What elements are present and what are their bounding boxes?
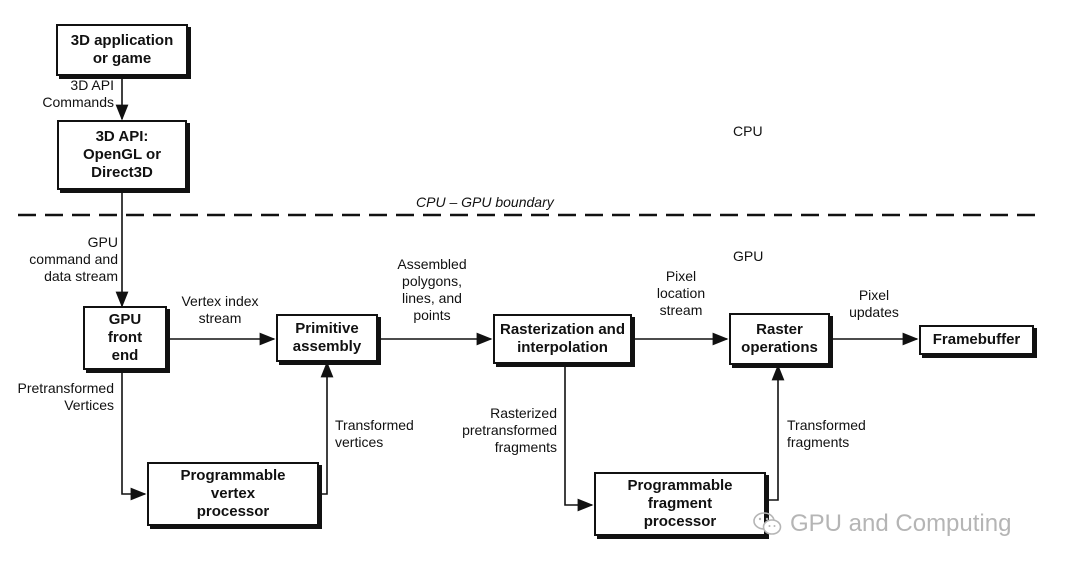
edge-frontend-vertexproc bbox=[121, 370, 147, 501]
label-3d-api-commands: 3D API Commands bbox=[42, 77, 114, 110]
wechat-icon bbox=[753, 512, 782, 535]
node-framebuffer: Framebuffer bbox=[919, 325, 1034, 355]
label-assembled-polygons: Assembled polygons, lines, and points bbox=[397, 256, 467, 323]
node-gpu-front-end: GPU front end bbox=[83, 306, 167, 370]
label-transformed-vertices: Transformed vertices bbox=[335, 417, 414, 450]
label-gpu: GPU bbox=[733, 248, 764, 264]
label-cpu-gpu-boundary: CPU – GPU boundary bbox=[416, 194, 554, 210]
label-cpu: CPU bbox=[733, 123, 763, 139]
node-rasterization-interpolation: Rasterization and interpolation bbox=[493, 314, 632, 364]
watermark: GPU and Computing bbox=[752, 510, 1011, 538]
node-programmable-vertex-processor: Programmable vertex processor bbox=[147, 462, 319, 526]
node-3d-api: 3D API: OpenGL or Direct3D bbox=[57, 120, 187, 190]
node-3d-application: 3D application or game bbox=[56, 24, 188, 76]
edge-fragproc-rops bbox=[766, 364, 785, 501]
label-rasterized-fragments: Rasterized pretransformed fragments bbox=[462, 405, 557, 455]
watermark-text: GPU and Computing bbox=[790, 510, 1012, 537]
node-programmable-fragment-processor: Programmable fragment processor bbox=[594, 472, 766, 536]
label-pixel-updates: Pixel updates bbox=[849, 287, 899, 320]
edge-raster-fragproc bbox=[564, 364, 594, 512]
edge-vertexproc-primitive bbox=[319, 361, 334, 495]
label-pretransformed-vertices: Pretransformed Vertices bbox=[17, 380, 114, 413]
label-vertex-index-stream: Vertex index stream bbox=[181, 293, 259, 326]
node-raster-operations: Raster operations bbox=[729, 313, 830, 365]
label-transformed-fragments: Transformed fragments bbox=[787, 417, 866, 450]
node-primitive-assembly: Primitive assembly bbox=[276, 314, 378, 362]
label-gpu-command-stream: GPU command and data stream bbox=[29, 234, 118, 284]
label-pixel-location-stream: Pixel location stream bbox=[656, 268, 706, 318]
